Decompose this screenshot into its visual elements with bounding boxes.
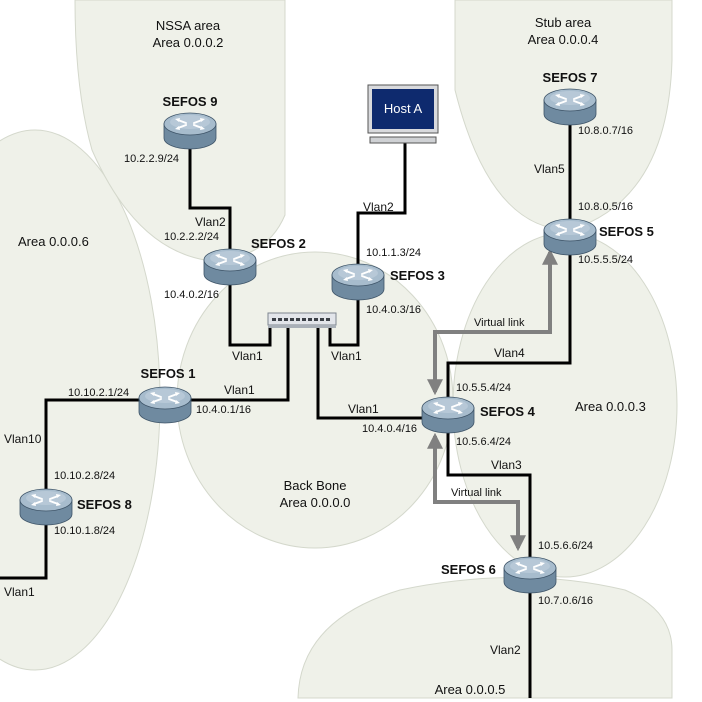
router-sefos-2[interactable] — [203, 248, 257, 286]
vlan-r3-switch: Vlan1 — [331, 349, 362, 363]
virtual-link-r4-r5 — [427, 248, 558, 396]
nssa-area-id: Area 0.0.0.2 — [153, 35, 224, 50]
virtual-link-r4-r6 — [427, 432, 526, 552]
ip-r1-a: 10.10.2.1/24 — [68, 387, 129, 399]
ip-r2-b: 10.4.0.2/16 — [164, 289, 219, 301]
host-a-label: Host A — [384, 101, 423, 116]
switch-icon — [267, 312, 337, 328]
vlan-r2-switch: Vlan1 — [232, 349, 263, 363]
vlan-r7-r5: Vlan5 — [534, 162, 565, 176]
virtual-link-upper-label: Virtual link — [474, 317, 525, 329]
ip-r8-b: 10.10.1.8/24 — [54, 525, 115, 537]
vlan-r1-switch: Vlan1 — [224, 383, 255, 397]
ip-labels: 10.2.2.9/24 10.2.2.2/24 10.4.0.2/16 10.1… — [54, 125, 633, 607]
stub-area-id: Area 0.0.0.4 — [528, 32, 599, 47]
router-sefos-5[interactable] — [543, 218, 597, 256]
label-sefos-4: SEFOS 4 — [480, 404, 536, 419]
nssa-area-name: NSSA area — [156, 18, 221, 33]
label-sefos-3: SEFOS 3 — [390, 268, 445, 283]
ip-r8-a: 10.10.2.8/24 — [54, 470, 115, 482]
link-r2-switch — [228, 260, 272, 347]
virtual-link-labels: Virtual link Virtual link — [451, 317, 525, 499]
virtual-link-lower-label: Virtual link — [451, 487, 502, 499]
ip-r4-a: 10.5.5.4/24 — [456, 382, 511, 394]
link-r4-switch — [316, 327, 448, 420]
host-a[interactable]: Host A — [367, 84, 439, 144]
vlan-r6-out: Vlan2 — [490, 643, 521, 657]
area-labels: NSSA area Area 0.0.0.2 Stub area Area 0.… — [18, 15, 646, 697]
router-sefos-1[interactable] — [138, 386, 192, 424]
ip-r7: 10.8.0.7/16 — [578, 125, 633, 137]
virtual-links-layer — [427, 248, 558, 552]
area-0-0-0-5-region — [297, 577, 673, 699]
computer-monitor-icon — [367, 84, 439, 144]
ip-r9: 10.2.2.9/24 — [124, 153, 179, 165]
label-sefos-8: SEFOS 8 — [77, 497, 132, 512]
label-sefos-1: SEFOS 1 — [141, 366, 196, 381]
router-sefos-9[interactable] — [163, 112, 217, 150]
stub-area-name: Stub area — [535, 15, 592, 30]
area-5-id: Area 0.0.0.5 — [435, 682, 506, 697]
router-sefos-7[interactable] — [543, 88, 597, 126]
link-r1-switch — [165, 327, 290, 402]
area-3-id: Area 0.0.0.3 — [575, 399, 646, 414]
vlan-r8-out: Vlan1 — [4, 585, 35, 599]
link-host-r3 — [356, 140, 407, 275]
label-sefos-7: SEFOS 7 — [543, 70, 598, 85]
vlan-r4-switch: Vlan1 — [348, 402, 379, 416]
backbone-name: Back Bone — [284, 478, 347, 493]
ip-r5-a: 10.8.0.5/16 — [578, 201, 633, 213]
area-6-id: Area 0.0.0.6 — [18, 234, 89, 249]
router-sefos-8[interactable] — [19, 488, 73, 526]
ip-r3-a: 10.1.1.3/24 — [366, 247, 421, 259]
vlan-r4-r6: Vlan3 — [491, 458, 522, 472]
label-sefos-9: SEFOS 9 — [163, 94, 218, 109]
ip-r2-a: 10.2.2.2/24 — [164, 231, 219, 243]
ip-r6-a: 10.5.6.6/24 — [538, 540, 593, 552]
router-sefos-6[interactable] — [503, 556, 557, 594]
ip-r5-b: 10.5.5.5/24 — [578, 254, 633, 266]
router-sefos-3[interactable] — [331, 263, 385, 301]
ip-r4-b: 10.4.0.4/16 — [362, 423, 417, 435]
vlan-labels: Vlan2 Vlan2 Vlan5 Vlan1 Vlan1 Vlan1 Vlan… — [4, 162, 565, 657]
vlan-r9-r2: Vlan2 — [195, 215, 226, 229]
backbone-id: Area 0.0.0.0 — [280, 495, 351, 510]
vlan-host-r3: Vlan2 — [363, 200, 394, 214]
router-labels: SEFOS 9 SEFOS 2 SEFOS 3 SEFOS 7 SEFOS 5 … — [77, 70, 654, 577]
ip-r6-b: 10.7.0.6/16 — [538, 595, 593, 607]
ip-r1-b: 10.4.0.1/16 — [196, 404, 251, 416]
link-r8-out — [0, 510, 48, 580]
link-r3-switch — [328, 280, 360, 347]
router-sefos-4[interactable] — [421, 396, 475, 434]
ip-r4-c: 10.5.6.4/24 — [456, 436, 511, 448]
ip-r3-b: 10.4.0.3/16 — [366, 304, 421, 316]
label-sefos-2: SEFOS 2 — [251, 236, 306, 251]
label-sefos-5: SEFOS 5 — [599, 224, 654, 239]
link-r1-r8 — [44, 398, 165, 510]
vlan-r4-r5: Vlan4 — [494, 346, 525, 360]
link-r9-r2 — [188, 130, 232, 260]
vlan-r1-r8: Vlan10 — [4, 432, 42, 446]
label-sefos-6: SEFOS 6 — [441, 562, 496, 577]
